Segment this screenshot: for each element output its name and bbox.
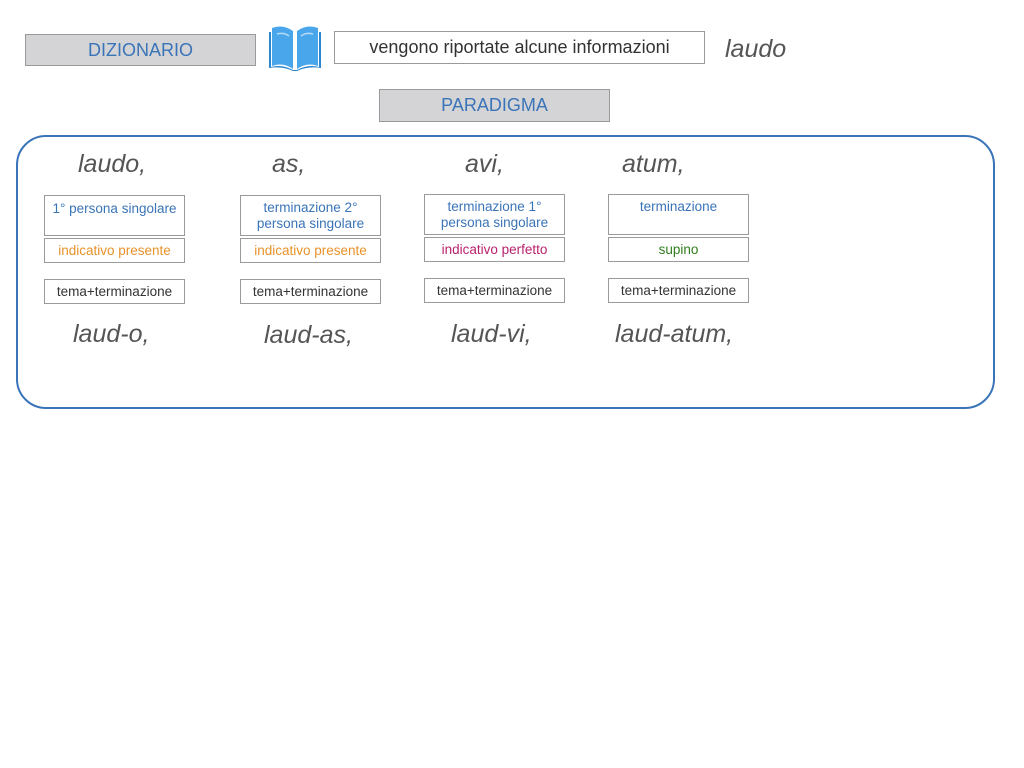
- lemma-word: laudo: [725, 35, 787, 63]
- split-word-2: laud-as,: [264, 321, 353, 349]
- description-box-1: 1° persona singolare: [44, 195, 185, 236]
- paradigm-word-4: atum,: [622, 150, 685, 178]
- tense-text-2: indicativo presente: [254, 242, 367, 258]
- structure-text-2: tema+terminazione: [252, 283, 369, 299]
- tense-text-1: indicativo presente: [58, 242, 171, 258]
- structure-box-3: tema+terminazione: [424, 278, 565, 303]
- tense-box-4: supino: [608, 237, 749, 262]
- paradigma-label: PARADIGMA: [379, 89, 610, 122]
- info-text: vengono riportate alcune informazioni: [369, 37, 670, 57]
- paradigm-word-2: as,: [272, 150, 306, 178]
- tense-text-4: supino: [658, 241, 699, 257]
- paradigm-word-1: laudo,: [78, 150, 147, 178]
- structure-text-1: tema+terminazione: [56, 283, 173, 299]
- paradigm-word-3: avi,: [465, 150, 504, 178]
- tense-box-1: indicativo presente: [44, 238, 185, 263]
- split-word-3: laud-vi,: [451, 320, 532, 348]
- tense-box-3: indicativo perfetto: [424, 237, 565, 262]
- structure-text-4: tema+terminazione: [620, 282, 737, 298]
- split-word-4: laud-atum,: [615, 320, 734, 348]
- paradigma-label-text: PARADIGMA: [441, 95, 548, 115]
- tense-box-2: indicativo presente: [240, 238, 381, 263]
- dizionario-label: DIZIONARIO: [25, 34, 256, 66]
- structure-box-4: tema+terminazione: [608, 278, 749, 303]
- description-box-4: terminazione: [608, 194, 749, 235]
- description-text-4: terminazione: [639, 199, 718, 214]
- tense-text-3: indicativo perfetto: [441, 241, 548, 257]
- description-box-2: terminazione 2° persona singolare: [240, 195, 381, 236]
- description-text-1: 1° persona singolare: [52, 201, 177, 216]
- description-text-2: terminazione 2° persona singolare: [256, 199, 365, 231]
- structure-box-1: tema+terminazione: [44, 279, 185, 304]
- split-word-1: laud-o,: [73, 320, 150, 348]
- info-box: vengono riportate alcune informazioni: [334, 31, 705, 64]
- description-text-3: terminazione 1° persona singolare: [440, 198, 549, 230]
- structure-box-2: tema+terminazione: [240, 279, 381, 304]
- open-book-icon: [268, 22, 322, 72]
- description-box-3: terminazione 1° persona singolare: [424, 194, 565, 235]
- dizionario-label-text: DIZIONARIO: [87, 39, 193, 60]
- paradigm-frame: [16, 135, 995, 409]
- structure-text-3: tema+terminazione: [436, 282, 553, 298]
